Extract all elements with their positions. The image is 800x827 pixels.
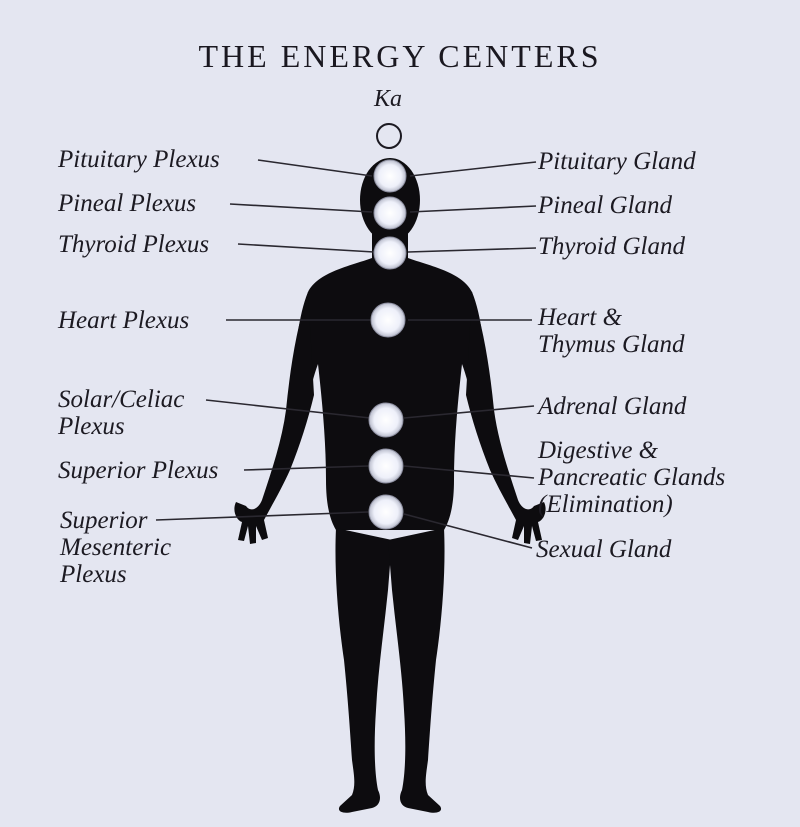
center-mesenteric (368, 494, 404, 530)
label-pituitary-plexus: Pituitary Plexus (58, 146, 220, 173)
label-superior-plexus: Superior Plexus (58, 457, 219, 484)
diagram-title: THE ENERGY CENTERS (198, 38, 602, 74)
line-pituitary-gland (409, 161, 537, 177)
label-adrenal-gland: Adrenal Gland (538, 393, 687, 420)
ka-label: Ka (373, 86, 402, 112)
line-pituitary-plexus (257, 159, 373, 177)
line-pineal-gland (409, 205, 537, 213)
label-pineal-gland: Pineal Gland (538, 192, 673, 219)
line-pineal-plexus (229, 203, 373, 213)
line-thyroid-plexus (237, 243, 375, 253)
center-heart (370, 302, 406, 338)
center-superior (368, 448, 404, 484)
line-mesenteric-plexus (155, 511, 369, 521)
label-sexual-gland: Sexual Gland (536, 536, 672, 563)
connector-lines (155, 159, 537, 549)
label-thyroid-plexus: Thyroid Plexus (58, 231, 210, 258)
line-adrenal-gland (403, 405, 535, 419)
label-pineal-plexus: Pineal Plexus (58, 190, 197, 217)
center-pituitary (373, 159, 407, 193)
human-silhouette (234, 158, 546, 813)
label-heart-thymus-gland: Heart &Thymus Gland (538, 304, 685, 358)
label-thyroid-gland: Thyroid Gland (538, 233, 685, 260)
center-pineal (373, 196, 407, 230)
center-thyroid (373, 236, 407, 270)
label-digestive-pancreatic-glands: Digestive &Pancreatic Glands(Elimination… (538, 437, 726, 518)
line-superior-plexus (243, 465, 369, 471)
energy-center-dots (368, 159, 407, 530)
line-digestive-glands (403, 465, 535, 479)
ka-circle (376, 123, 402, 149)
center-solar (368, 402, 404, 438)
line-thyroid-gland (407, 247, 537, 253)
label-pituitary-gland: Pituitary Gland (538, 148, 696, 175)
label-heart-plexus: Heart Plexus (58, 307, 190, 334)
line-sexual-gland (403, 513, 533, 549)
line-solar-plexus (205, 399, 371, 419)
